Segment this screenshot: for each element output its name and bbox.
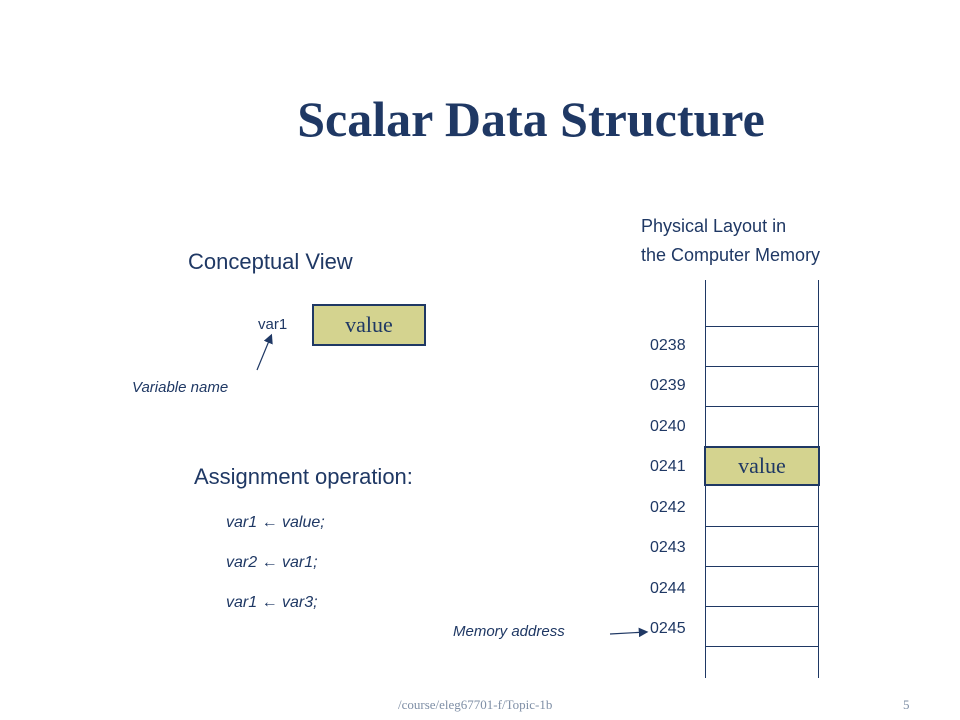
assignment-line-3: var1 ← var3;	[226, 594, 318, 611]
memory-address-0245: 0245	[650, 620, 686, 637]
physical-layout-heading-line2: the Computer Memory	[641, 245, 821, 265]
footer-course-path: /course/eleg67701-f/Topic-1b	[398, 697, 553, 712]
conceptual-value-label: value	[345, 312, 393, 337]
memory-cell-divider	[705, 406, 819, 407]
memory-address-caption: Memory address	[453, 623, 565, 640]
memory-address-0239: 0239	[650, 377, 686, 394]
assignment-line-1: var1 ← value;	[226, 514, 325, 531]
memory-cell-divider	[705, 646, 819, 647]
memory-address-arrow	[609, 627, 649, 638]
memory-address-0241: 0241	[650, 458, 686, 475]
memory-value-label: value	[738, 453, 786, 478]
memory-address-0238: 0238	[650, 337, 686, 354]
memory-address-0240: 0240	[650, 418, 686, 435]
variable-name-arrow	[256, 333, 273, 371]
variable-name-caption: Variable name	[132, 379, 229, 396]
memory-cell-divider	[705, 526, 819, 527]
memory-address-0244: 0244	[650, 580, 686, 597]
memory-value-cell: value	[704, 446, 820, 486]
conceptual-view-heading: Conceptual View	[188, 249, 353, 274]
var-label: var1	[258, 316, 288, 333]
memory-cell-divider	[705, 326, 819, 327]
footer-page-number: 5	[903, 697, 910, 712]
memory-address-0242: 0242	[650, 499, 686, 516]
memory-cell-divider	[705, 566, 819, 567]
physical-layout-heading-line1: Physical Layout in	[641, 216, 787, 236]
conceptual-value-box: value	[312, 304, 426, 346]
assignment-heading: Assignment operation:	[194, 464, 413, 489]
assignment-line-2: var2 ← var1;	[226, 554, 318, 571]
memory-cell-divider	[705, 606, 819, 607]
memory-cell-divider	[705, 366, 819, 367]
slide-title: Scalar Data Structure	[297, 91, 765, 147]
memory-address-0243: 0243	[650, 539, 686, 556]
